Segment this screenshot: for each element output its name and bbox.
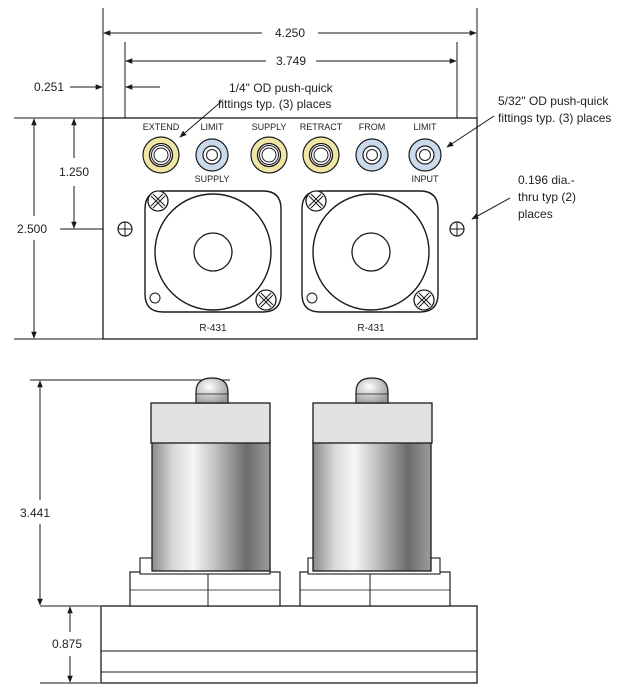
dim-panel-height-text: 2.500 (17, 222, 47, 236)
dim-hole-offset-text: 0.251 (34, 80, 64, 94)
screw-icon (147, 190, 169, 212)
dim-hole-spacing-text: 3.749 (276, 54, 306, 68)
callout-hole-line2: thru typ (2) (518, 190, 576, 204)
dim-hole-height: 1.250 (59, 118, 89, 229)
dim-hole-offset: 0.251 (34, 80, 160, 94)
fitting-limit-supply (195, 138, 229, 172)
callout-fivethirtysecond-fittings: 5/32" OD push-quick fittings typ. (3) pl… (446, 94, 611, 148)
dim-total-height-text: 3.441 (20, 506, 50, 520)
dim-overall-width-text: 4.250 (275, 26, 305, 40)
port-label-retract: RETRACT (300, 122, 343, 132)
callout-quarter-line2: fittings typ. (3) places (218, 97, 331, 111)
port-label-limit-supply: LIMIT (200, 122, 224, 132)
screw-icon (413, 289, 435, 311)
callout-532-line2: fittings typ. (3) places (498, 111, 611, 125)
callout-532-line1: 5/32" OD push-quick (498, 94, 609, 108)
screw-icon (255, 289, 277, 311)
mount-hole-left-icon (117, 221, 133, 237)
screw-icon (305, 190, 327, 212)
mount-hole-right-icon (449, 221, 465, 237)
fitting-supply (250, 136, 288, 174)
callout-hole-line3: places (518, 207, 553, 221)
callout-hole-line1: 0.196 dia.- (518, 173, 575, 187)
valve-right-label: R-431 (357, 323, 385, 334)
valve-left-top (144, 190, 282, 313)
port-label-input-sub: INPUT (412, 174, 440, 184)
port-label-extend: EXTEND (143, 122, 180, 132)
port-label-supply: SUPPLY (252, 122, 287, 132)
dim-panel-height: 2.500 (17, 118, 47, 339)
dim-hole-height-text: 1.250 (59, 165, 89, 179)
fitting-extend (142, 136, 180, 174)
callout-quarter-fittings: 1/4" OD push-quick fittings typ. (3) pla… (179, 81, 334, 138)
valve-right-side (299, 377, 451, 607)
valve-right-top (301, 190, 439, 313)
port-label-from: FROM (359, 122, 386, 132)
fitting-from (355, 138, 389, 172)
manifold-base-side (100, 605, 478, 684)
fitting-limit-input (408, 138, 442, 172)
dim-total-height: 3.441 (20, 380, 50, 606)
dim-base-height-text: 0.875 (52, 637, 82, 651)
dim-base-height: 0.875 (52, 606, 82, 683)
fitting-retract (302, 136, 340, 174)
port-label-supply-sub: SUPPLY (195, 174, 230, 184)
dim-overall-width: 4.250 (103, 26, 477, 40)
port-label-limit-input: LIMIT (413, 122, 437, 132)
valve-left-label: R-431 (199, 323, 227, 334)
dim-hole-spacing: 3.749 (125, 54, 457, 68)
valve-left-side (129, 377, 281, 607)
callout-thru-holes: 0.196 dia.- thru typ (2) places (471, 173, 576, 221)
callout-quarter-line1: 1/4" OD push-quick (229, 81, 334, 95)
